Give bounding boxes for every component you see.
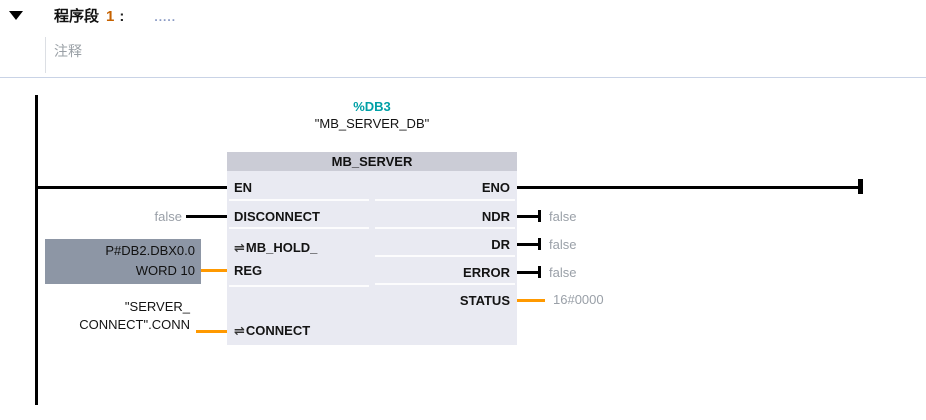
wire-connect [196, 330, 227, 333]
error-value[interactable]: false [549, 265, 577, 280]
wire-dr-tick [538, 238, 541, 250]
network-separator-line [0, 77, 926, 78]
pin-disconnect[interactable]: DISCONNECT [234, 209, 320, 224]
wire-eno [517, 186, 858, 189]
pin-mb-hold-reg-line2[interactable]: REG [234, 263, 263, 278]
network-collapse-icon[interactable] [9, 11, 23, 20]
connect-operand-line2: CONNECT".CONN [79, 317, 190, 332]
row-separator [229, 285, 369, 287]
pin-dr[interactable]: DR [491, 237, 510, 252]
pin-mb-hold-reg-line1: MB_HOLD_ [245, 240, 318, 255]
pin-connect[interactable]: ⇌CONNECT [234, 323, 310, 339]
instance-db-address[interactable]: %DB3 [353, 99, 391, 114]
ndr-value[interactable]: false [549, 209, 577, 224]
wire-error-tick [538, 266, 541, 278]
network-comment-box[interactable]: 注释 [45, 37, 920, 73]
wire-dr [517, 243, 540, 246]
row-separator [229, 199, 369, 201]
instance-labels: %DB3 "MB_SERVER_DB" [227, 99, 517, 131]
connect-operand[interactable]: "SERVER_ CONNECT".CONN [40, 298, 190, 334]
connect-operand-line1: "SERVER_ [124, 299, 190, 314]
mb-server-block[interactable]: MB_SERVER EN DISCONNECT ⇌MB_HOLD_ REG ⇌C… [227, 152, 517, 345]
wire-en [36, 186, 227, 189]
row-separator [375, 199, 515, 201]
instance-db-name[interactable]: "MB_SERVER_DB" [314, 116, 430, 131]
network-title-colon: : [119, 8, 125, 25]
disconnect-operand[interactable]: false [154, 209, 182, 224]
network-number: 1 [106, 8, 115, 25]
pin-mb-hold-reg[interactable]: ⇌MB_HOLD_ [234, 240, 317, 256]
network-title-placeholder[interactable]: ..... [154, 10, 177, 24]
row-separator [229, 227, 369, 229]
pin-error[interactable]: ERROR [463, 265, 510, 280]
pin-status[interactable]: STATUS [459, 293, 510, 308]
network-title[interactable]: 程序段 1:..... [54, 5, 176, 26]
wire-error [517, 271, 540, 274]
wire-eno-tick [858, 179, 863, 194]
row-separator [375, 283, 515, 285]
wire-mb-hold-reg [201, 269, 227, 272]
pin-ndr[interactable]: NDR [481, 209, 510, 224]
block-title[interactable]: MB_SERVER [227, 152, 517, 171]
network-title-prefix: 程序段 [54, 8, 100, 25]
row-separator [375, 227, 515, 229]
wire-disconnect [186, 215, 227, 218]
wire-ndr [517, 215, 540, 218]
mb-hold-reg-operand-line2: WORD 10 [135, 263, 195, 278]
row-separator [375, 255, 515, 257]
mb-hold-reg-operand-line1: P#DB2.DBX0.0 [105, 243, 195, 258]
status-value[interactable]: 16#0000 [553, 292, 604, 307]
pin-en[interactable]: EN [234, 180, 253, 195]
pin-eno[interactable]: ENO [481, 180, 510, 195]
wire-ndr-tick [538, 210, 541, 222]
inout-arrows-icon: ⇌ [234, 323, 245, 338]
comment-placeholder: 注释 [54, 43, 82, 59]
pin-connect-label: CONNECT [245, 323, 311, 338]
dr-value[interactable]: false [549, 237, 577, 252]
inout-arrows-icon: ⇌ [234, 240, 245, 255]
wire-status [517, 299, 545, 302]
power-rail [35, 95, 38, 405]
mb-hold-reg-operand-box[interactable]: P#DB2.DBX0.0 WORD 10 [45, 239, 201, 284]
